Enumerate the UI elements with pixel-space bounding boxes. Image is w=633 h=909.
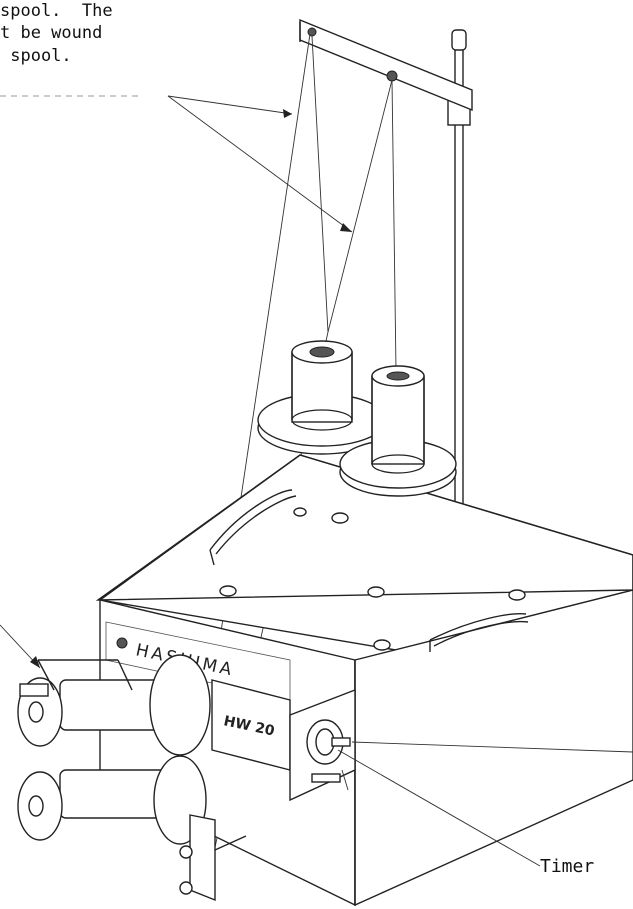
top-handles <box>209 489 529 652</box>
timer-pointer <box>337 741 633 867</box>
callout-arrows <box>0 95 353 233</box>
spindle-thread-guide <box>179 814 247 902</box>
caption-line-1: spool. The <box>0 1 113 21</box>
spool-left <box>257 340 387 455</box>
thread-guide-arm <box>299 18 473 112</box>
caption-line-3: spool. <box>0 46 72 66</box>
timer-label: Timer <box>540 856 595 877</box>
winding-spindles <box>0 624 211 845</box>
spool-right <box>339 365 457 497</box>
caption-line-2: t be wound <box>0 23 103 43</box>
body-screws <box>219 507 526 651</box>
timer-dial <box>289 688 356 802</box>
